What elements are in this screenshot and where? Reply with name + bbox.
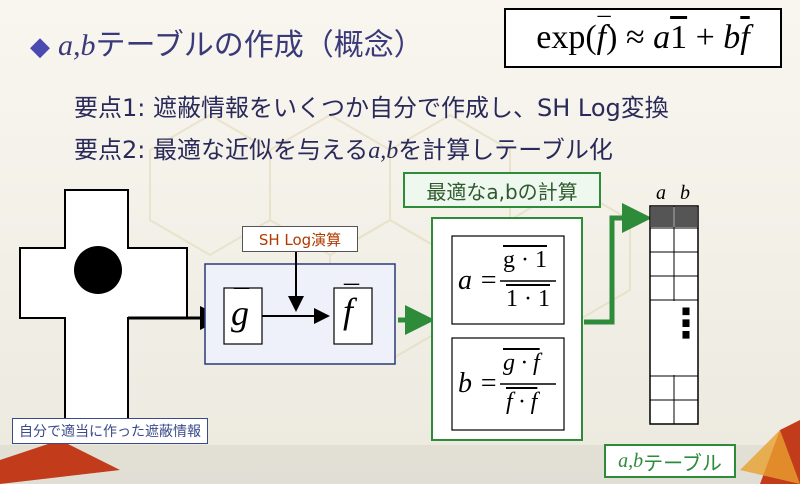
slide-title: ◆ a,bテーブルの作成（概念） [30,20,424,64]
eq-a-box [451,235,565,325]
table-label-ab: a,b [618,449,644,472]
g-letter: g [231,293,249,333]
occluder-black-disk [74,246,122,294]
formula-f: f¯ [596,13,611,56]
title-text: テーブルの作成（概念） [95,28,424,63]
f-letter: f [343,291,354,331]
arrow-to-table [584,203,652,325]
table-label-text: テーブル [643,450,722,475]
g-symbol: ¯g [231,284,249,334]
bullet-2-pre: 要点2: 最適な近似を与える [74,136,369,164]
formula-close: ) ≈ [606,19,654,56]
formula-one: 1 [670,19,688,56]
f-symbol-box [333,287,373,345]
optimal-ab-label: 最適なa,bの計算 [403,172,601,208]
occluder-cross-shape [19,189,188,439]
title-ab: a,b [58,29,96,62]
bullet-2-post: を計算しテーブル化 [398,136,613,164]
formula-plus: + [687,19,724,56]
table-ellipsis: ⋮ [666,301,706,347]
f-bar: ¯ [344,280,359,313]
formula-a: a [653,19,671,56]
eq-a-denominator: 1 · 1 [506,286,550,312]
eq-a-numerator: g · 1 [503,247,547,273]
bullet-point-2: 要点2: 最適な近似を与えるa,bを計算しテーブル化 [74,130,613,165]
eq-a-var: a [458,265,472,296]
g-bar: ¯ [234,284,249,317]
eq-b-numerator: g · f [503,350,540,376]
formula-b: b [723,19,741,56]
formula-fbar: f [740,19,750,56]
diamond-bullet-icon: ◆ [30,32,50,62]
eq-a-lhs: a = [458,265,498,296]
sh-log-label: SH Log演算 [242,226,358,252]
formula-exp: exp( [536,19,597,56]
occluder-caption: 自分で適当に作った遮蔽情報 [12,418,208,444]
eq-b-denominator: f · f [506,389,538,415]
ab-table-grid [649,205,699,425]
bullet-2-ab: a,b [368,138,399,164]
table-col-b: b [680,182,690,204]
g-symbol-box [223,287,263,345]
table-col-a: a [656,182,666,204]
eq-b-lhs: b = [458,368,498,399]
f-symbol: ¯f [343,280,359,332]
eq-b-var: b [458,368,472,399]
bullet-point-1: 要点1: 遮蔽情報をいくつか自分で作成し、SH Log変換 [74,94,669,122]
